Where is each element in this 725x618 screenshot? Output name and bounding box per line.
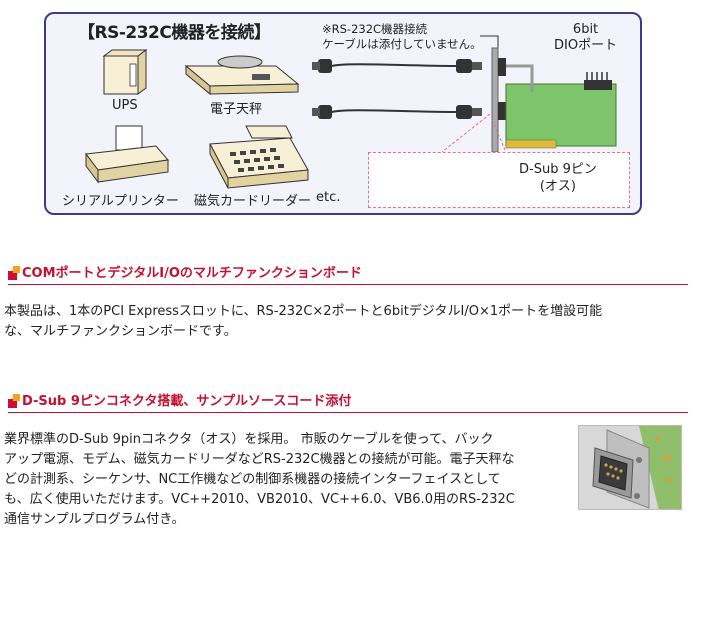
card-reader-icon bbox=[209, 125, 309, 189]
bullet-square-icon bbox=[8, 399, 17, 408]
ups-label: UPS bbox=[112, 98, 138, 113]
dio-port-label: 6bit DIOポート bbox=[554, 22, 618, 53]
cable-note: ※RS-232C機器接続 ケーブルは添付していません。 bbox=[322, 22, 482, 51]
diagram-title: 【RS-232C機器を接続】 bbox=[78, 23, 271, 43]
section-heading-multifunction: COMポートとデジタルI/Oのマルチファンクションボード bbox=[8, 262, 688, 285]
ups-icon bbox=[102, 49, 148, 95]
section1-body: 本製品は、1本のPCI Expressスロットに、RS-232C×2ポートと6b… bbox=[4, 304, 603, 339]
printer-icon bbox=[85, 125, 169, 184]
card-reader-label: 磁気カードリーダー bbox=[194, 194, 312, 209]
board-icon bbox=[491, 47, 617, 153]
bullet-square-icon bbox=[13, 266, 20, 273]
cable-icon bbox=[312, 105, 482, 119]
bullet-square-icon bbox=[13, 394, 20, 401]
scale-icon bbox=[184, 55, 300, 96]
diagram-artwork bbox=[85, 35, 617, 199]
dsub-callout: D-Sub 9ピン (オス) bbox=[368, 152, 630, 208]
section-heading-dsub: D-Sub 9ピンコネクタ搭載、サンプルソースコード添付 bbox=[8, 390, 688, 413]
dsub-connector-photo bbox=[578, 425, 682, 510]
scale-label: 電子天秤 bbox=[210, 102, 263, 117]
cable-icon bbox=[312, 59, 482, 73]
connection-diagram: 【RS-232C機器を接続】 ※RS-232C機器接続 ケーブルは添付していませ… bbox=[44, 12, 642, 215]
printer-label: シリアルプリンター bbox=[62, 194, 179, 209]
dsub-label: D-Sub 9ピン (オス) bbox=[519, 162, 597, 194]
etc-label: etc. bbox=[316, 190, 341, 205]
section2-body: 業界標準のD-Sub 9pinコネクタ（オス）を採用。 市販のケーブルを使って、… bbox=[4, 432, 515, 527]
dsub-photo-artwork bbox=[579, 426, 681, 509]
bullet-square-icon bbox=[8, 271, 17, 280]
